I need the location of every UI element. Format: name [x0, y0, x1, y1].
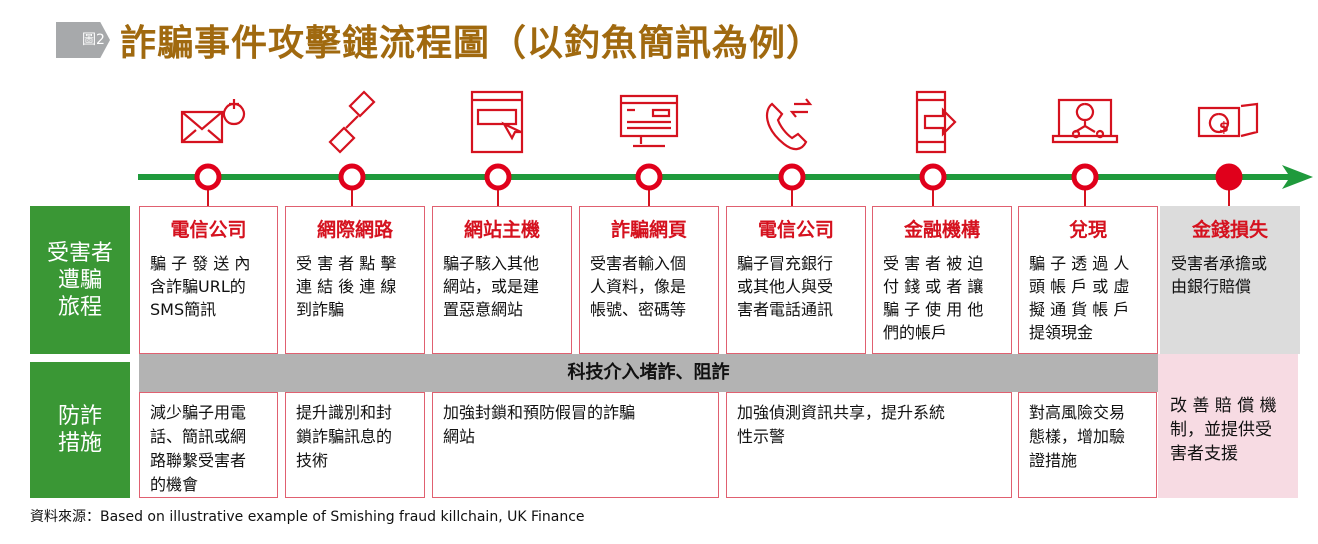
bitcoin-laptop-icon [1051, 98, 1119, 144]
text-line: 由銀行賠償 [1171, 277, 1252, 296]
phone-call-icon [765, 98, 813, 151]
step-title: 金融機構 [903, 219, 980, 241]
text-line: 提領現金 [1029, 323, 1094, 342]
timeline-node [194, 163, 222, 191]
text-line: 制，並提供受 [1170, 420, 1272, 440]
text-line: 受害者輸入個 [590, 254, 687, 273]
row-label-measures: 防詐 措施 [30, 362, 130, 498]
text-line: 加強封鎖和預防假冒的詐騙 [443, 403, 636, 422]
text-line: 置惡意網站 [443, 300, 524, 319]
text-line: 或其他人與受 [737, 277, 834, 296]
text-line: 騙 子 使 用 他 [883, 300, 984, 319]
chain-link-icon [328, 90, 376, 154]
mobile-payment-icon [915, 90, 957, 154]
text-line: 對高風險交易 [1029, 403, 1126, 422]
webpage-code-icon [619, 94, 679, 148]
text-line: 話、簡訊或網 [150, 427, 247, 446]
step-title: 網站主機 [463, 219, 540, 241]
text-line: 證措施 [1029, 451, 1078, 470]
measure-card: 加強封鎖和預防假冒的詐騙網站 [432, 392, 719, 498]
label-line: 防詐 [57, 404, 102, 429]
timeline-node [484, 163, 512, 191]
money-loss-icon [1197, 102, 1259, 138]
text-line: 受害者承擔或 [1171, 254, 1268, 273]
step-title: 電信公司 [757, 219, 834, 241]
label-line: 旅程 [57, 294, 102, 320]
text-line: 們的帳戶 [883, 323, 948, 342]
www-browser-icon [470, 90, 524, 154]
step-title: 詐騙網頁 [610, 219, 687, 241]
text-line: 付 錢 或 者 讓 [883, 277, 984, 296]
measure-card: 加強偵測資訊共享，提升系統性示警 [726, 392, 1012, 498]
compensation-box: 改 善 賠 償 機 制，並提供受 害者支援 [1158, 354, 1298, 498]
text-line: SMS簡訊 [150, 300, 217, 319]
timeline: $ [138, 90, 1313, 206]
journey-step-card: 詐騙網頁受害者輸入個人資料，像是帳號、密碼等 [579, 206, 719, 354]
text-line: 的機會 [150, 475, 199, 494]
text-line: 網站 [443, 427, 476, 446]
step-title: 兌現 [1068, 219, 1107, 241]
timeline-node [1071, 163, 1099, 191]
text-line: 帳號、密碼等 [590, 300, 687, 319]
text-line: 騙子冒充銀行 [737, 254, 834, 273]
journey-step-card: 電信公司騙 子 發 送 內含詐騙URL的 SMS簡訊 [139, 206, 278, 354]
timeline-node [778, 163, 806, 191]
text-line: 害者支援 [1170, 444, 1238, 464]
timeline-node [635, 163, 663, 191]
text-line: 到詐騙 [296, 300, 345, 319]
text-line: 態樣，增加驗 [1029, 427, 1126, 446]
source-note: 資料來源：Based on illustrative example of Sm… [30, 509, 585, 525]
text-line: 頭 帳 戶 或 虛 [1029, 277, 1130, 296]
text-line: 技術 [296, 451, 329, 470]
tech-intervention-bar: 科技介入堵詐、阻詐 [139, 354, 1158, 392]
journey-step-card: 電信公司騙子冒充銀行或其他人與受害者電話通訊 [726, 206, 866, 354]
measure-card: 減少騙子用電話、簡訊或網路聯繫受害者的機會 [139, 392, 278, 498]
text-line: 加強偵測資訊共享，提升系統 [737, 403, 946, 422]
step-title: 網際網路 [316, 219, 393, 241]
label-line: 措施 [57, 431, 102, 456]
text-line: 路聯繫受害者 [150, 451, 247, 470]
text-line: 網站，或是建 [443, 277, 540, 296]
text-line: 受 害 者 被 迫 [883, 254, 984, 273]
label-line: 受害者 [46, 240, 113, 266]
measure-card: 對高風險交易態樣，增加驗證措施 [1018, 392, 1157, 498]
journey-step-card: 金融機構受 害 者 被 迫付 錢 或 者 讓騙 子 使 用 他們的帳戶 [872, 206, 1012, 354]
text-line: 連 結 後 連 線 [296, 277, 397, 296]
text-line: 鎖詐騙訊息的 [296, 427, 393, 446]
step-title: 電信公司 [170, 219, 247, 241]
figure-tag: 圖2 [56, 22, 110, 58]
page-title: 詐騙事件攻擊鏈流程圖（以釣魚簡訊為例） [120, 22, 824, 64]
journey-step-card: 金錢損失受害者承擔或由銀行賠償 [1160, 206, 1300, 354]
label-line: 遭騙 [57, 267, 102, 293]
journey-step-card: 網站主機騙子駭入其他網站，或是建置惡意網站 [432, 206, 572, 354]
measure-card: 提升識別和封鎖詐騙訊息的技術 [285, 392, 425, 498]
text-line: 性示警 [737, 427, 786, 446]
timeline-node [338, 163, 366, 191]
text-line: 騙 子 發 送 內 [150, 254, 251, 273]
row-label-journey: 受害者 遭騙 旅程 [30, 206, 130, 354]
text-line: 擬 通 貨 帳 戶 [1029, 300, 1130, 319]
text-line: 受 害 者 點 擊 [296, 254, 397, 273]
timeline-node [919, 163, 947, 191]
journey-step-card: 網際網路受 害 者 點 擊連 結 後 連 線到詐騙 [285, 206, 425, 354]
text-line: 改 善 賠 償 機 [1170, 396, 1277, 416]
email-add-icon [180, 99, 246, 144]
text-line: 騙 子 透 過 人 [1029, 254, 1130, 273]
step-title: 金錢損失 [1191, 219, 1268, 241]
timeline-node [1215, 163, 1243, 191]
dollar-icon: $ [1219, 120, 1229, 136]
text-line: 提升識別和封 [296, 403, 393, 422]
journey-step-card: 兌現騙 子 透 過 人頭 帳 戶 或 虛擬 通 貨 帳 戶提領現金 [1018, 206, 1158, 354]
text-line: 騙子駭入其他 [443, 254, 540, 273]
text-line: 減少騙子用電 [150, 403, 247, 422]
text-line: 人資料，像是 [590, 277, 687, 296]
text-line: 害者電話通訊 [737, 300, 834, 319]
arrow-head-icon [1282, 165, 1313, 189]
text-line: 含詐騙URL的 [150, 277, 246, 296]
